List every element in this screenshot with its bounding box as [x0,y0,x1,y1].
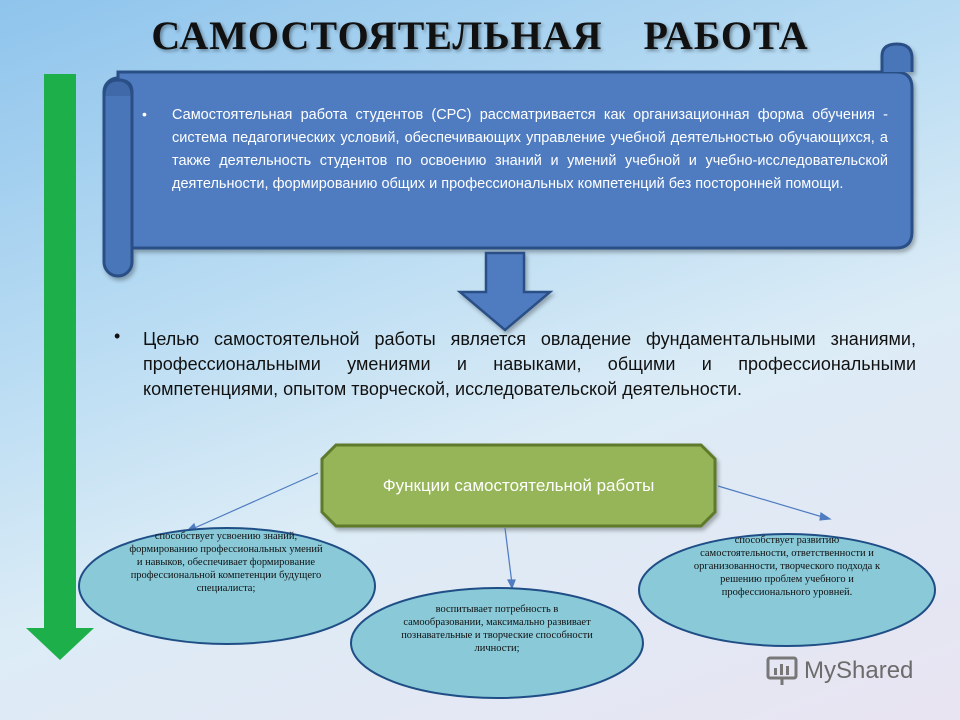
logo-text: MyShared [804,657,914,684]
blue-down-arrow [456,251,554,332]
oval-left-text: способствует усвоению знаний, формирован… [129,531,323,594]
presentation-board-icon [766,656,798,685]
oval-right-text: способствует развитию самостоятельности,… [693,535,881,598]
page-title: САМОСТОЯТЕЛЬНАЯ РАБОТА [151,13,809,58]
functions-label: Функции самостоятельной работы [382,475,655,495]
scroll-bullet: • [142,106,147,122]
scroll-description: Самостоятельная работа студентов (СРС) р… [172,104,888,196]
goal-bullet: • [114,326,121,346]
scroll-description-text: Самостоятельная работа студентов (СРС) р… [172,107,888,192]
myshared-logo: MyShared [766,656,913,686]
oval-right-shape [638,533,936,647]
functions-box-shape [320,443,717,528]
oval-left-shape [78,527,376,645]
oval-center-text: воспитывает потребность в самообразовани… [401,604,593,654]
green-down-arrow [26,74,94,660]
oval-center-shape [350,587,644,699]
scroll-banner [102,42,914,278]
goal-paragraph: Целью самостоятельной работы является ов… [143,329,916,399]
